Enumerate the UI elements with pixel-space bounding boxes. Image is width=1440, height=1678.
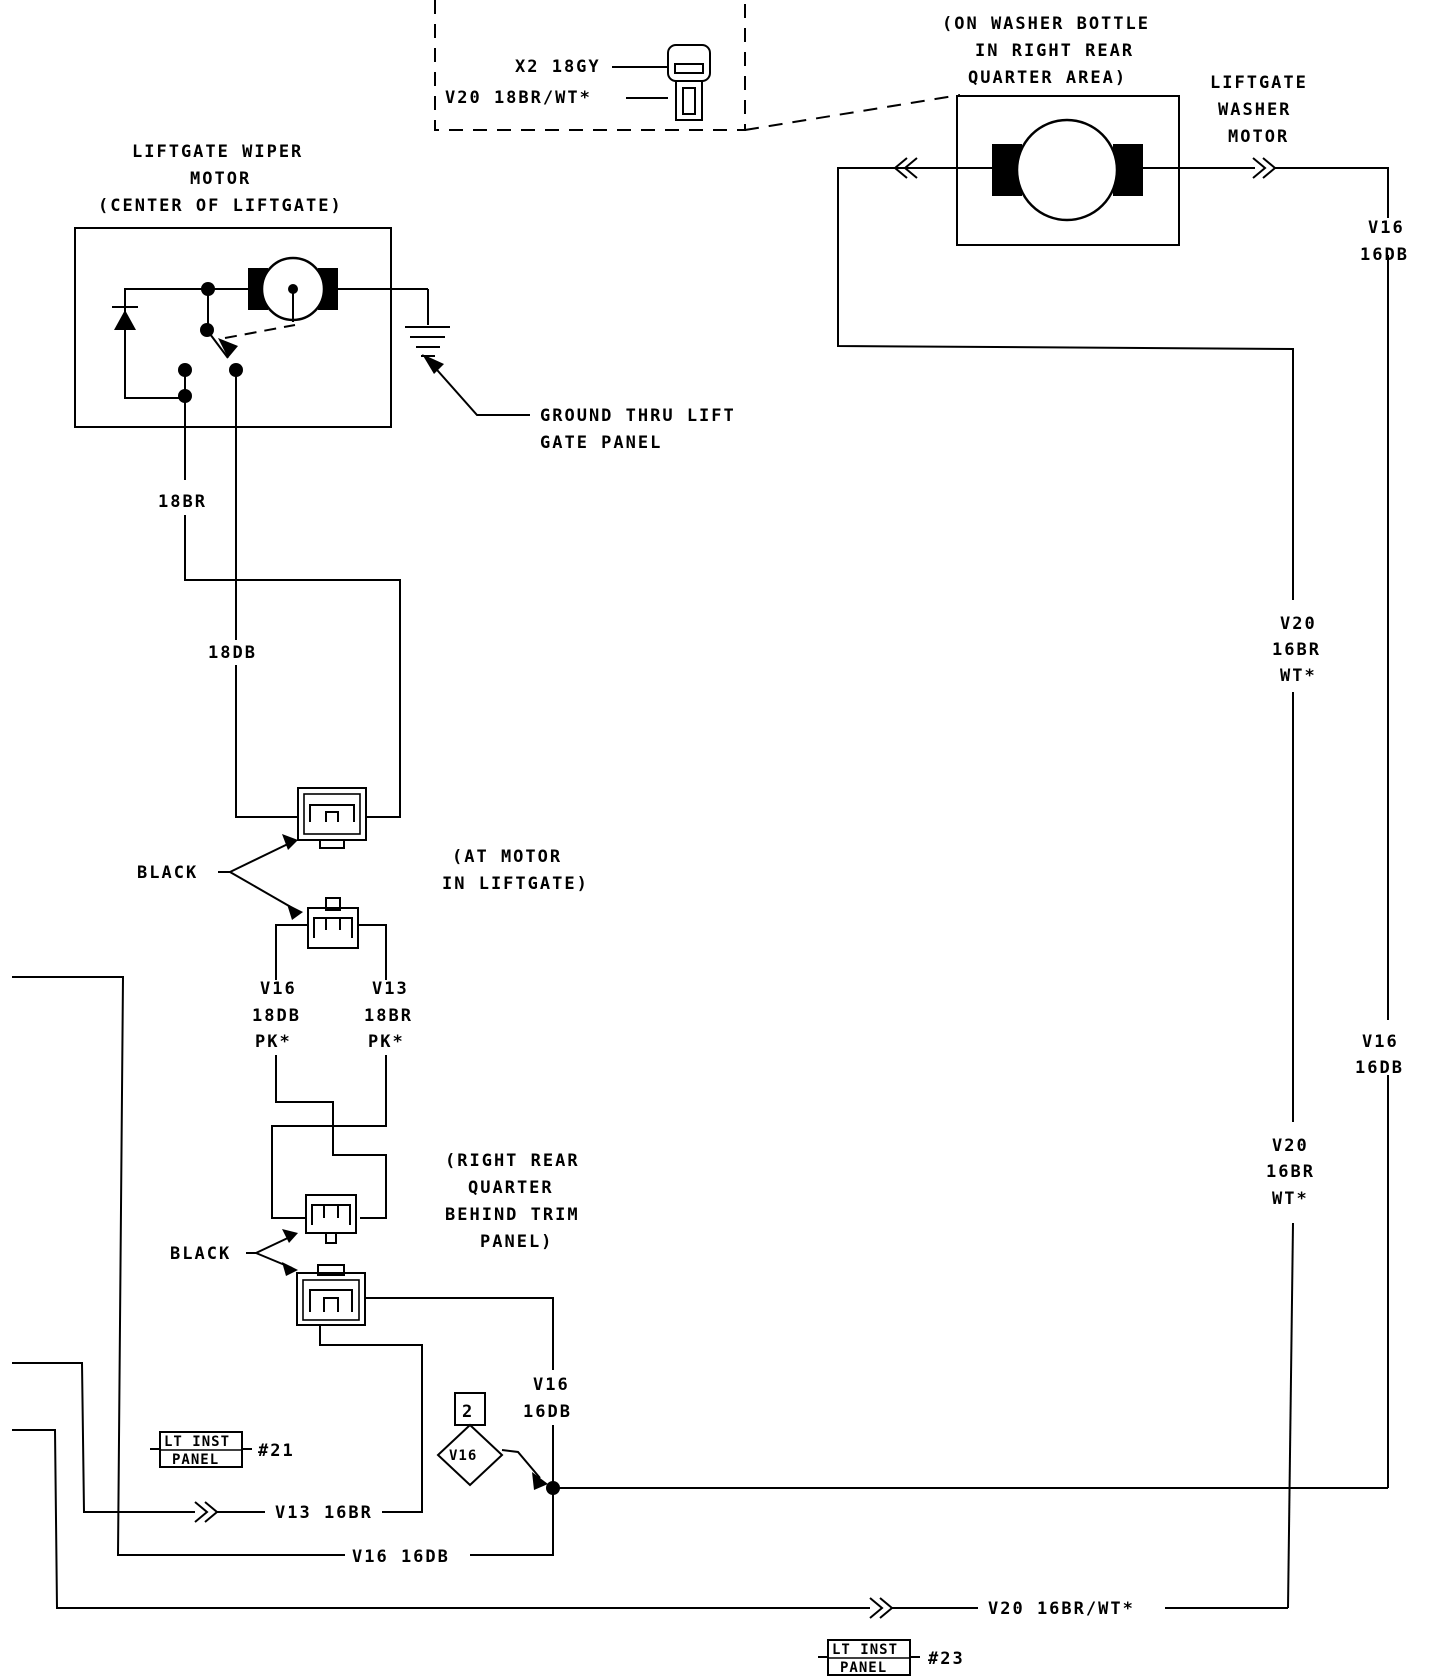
washer-location-line3: QUARTER AREA) — [968, 68, 1127, 88]
connector-rr-1: (RIGHT REAR — [445, 1151, 580, 1171]
wiper-name-line1: LIFTGATE WIPER — [132, 142, 303, 162]
panel-21-ref: #21 — [258, 1441, 295, 1461]
wire-label-v20-mid-1: V20 — [1280, 614, 1317, 634]
panel-23-line1: LT INST — [832, 1642, 898, 1658]
ground-label-line1: GROUND THRU LIFT — [540, 406, 736, 426]
inset-wire-label-2: V20 18BR/WT* — [445, 88, 592, 108]
wire-label-v20-low-2: 16BR — [1266, 1162, 1315, 1182]
splice-number: 2 — [462, 1402, 474, 1422]
washer-motor-box — [956, 95, 1180, 246]
washer-location-line2: IN RIGHT REAR — [975, 41, 1134, 61]
panel-23-ref: #23 — [928, 1649, 965, 1669]
panel-ref-21: LT INST PANEL #21 — [150, 1431, 295, 1468]
wire-label-v13-bottom: V13 16BR — [275, 1503, 373, 1523]
wire-label-v16-pk-3: PK* — [255, 1032, 292, 1052]
inset-connector-view: X2 18GY V20 18BR/WT* — [434, 0, 961, 131]
wire-label-v13-pk-3: PK* — [368, 1032, 405, 1052]
connector-at-motor-upper — [297, 787, 367, 849]
wire-label-v16-splice-2: 16DB — [523, 1402, 572, 1422]
connector-rr-2: QUARTER — [468, 1178, 554, 1198]
wire-label-v20-low-1: V20 — [1272, 1136, 1309, 1156]
connector-at-motor-2: IN LIFTGATE) — [442, 874, 589, 894]
wire-label-v20-mid-3: WT* — [1280, 666, 1317, 686]
ground-label-line2: GATE PANEL — [540, 433, 662, 453]
wiper-motor-box — [74, 227, 392, 428]
wire-label-v16-right-2: 16DB — [1355, 1058, 1404, 1078]
wire-label-v20-mid-2: 16BR — [1272, 640, 1321, 660]
connector-rr-4: PANEL) — [480, 1232, 553, 1252]
panel-21-line2: PANEL — [172, 1452, 219, 1468]
connector-right-rear-lower — [296, 1264, 366, 1326]
panel-23-line2: PANEL — [840, 1660, 887, 1676]
connector-at-motor-1: (AT MOTOR — [452, 847, 562, 867]
wire-label-v16-top-1: V16 — [1368, 218, 1405, 238]
wire-label-v16-bottom: V16 16DB — [352, 1547, 450, 1567]
wire-label-v16-splice-1: V16 — [533, 1375, 570, 1395]
wire-label-v16-top-2: 16DB — [1360, 245, 1409, 265]
connector-rr-3: BEHIND TRIM — [445, 1205, 580, 1225]
splice-id: V16 — [449, 1448, 477, 1464]
ground-symbol — [405, 289, 530, 416]
wiper-diode-icon — [114, 310, 136, 330]
wire-label-18db: 18DB — [208, 643, 257, 663]
wire-label-v20-bottom: V20 16BR/WT* — [988, 1599, 1135, 1619]
wire-label-v20-low-3: WT* — [1272, 1189, 1309, 1209]
wire-label-18br: 18BR — [158, 492, 207, 512]
washer-name-line3: MOTOR — [1228, 127, 1289, 147]
inset-connector-icon — [667, 44, 711, 121]
wire-label-v13-pk-1: V13 — [372, 979, 409, 999]
washer-name-line1: LIFTGATE — [1210, 73, 1308, 93]
washer-name-line2: WASHER — [1218, 100, 1291, 120]
wire-label-v16-pk-2: 18DB — [252, 1006, 301, 1026]
connector-v13-arrow — [194, 1501, 219, 1523]
wire-label-v16-right-1: V16 — [1362, 1032, 1399, 1052]
splice-v16: 2 V16 — [436, 1392, 1388, 1556]
connector-at-motor-lower — [307, 897, 359, 949]
panel-ref-23: LT INST PANEL #23 — [818, 1639, 965, 1676]
panel-21-line1: LT INST — [164, 1434, 230, 1450]
connector-v20-arrow — [869, 1597, 894, 1619]
inset-wire-label-1: X2 18GY — [515, 57, 601, 77]
wiper-name-line3: (CENTER OF LIFTGATE) — [98, 196, 343, 216]
connector-black-top: BLACK — [137, 863, 198, 883]
washer-connector-right-arrow — [1252, 157, 1277, 179]
washer-motor: (ON WASHER BOTTLE IN RIGHT REAR QUARTER … — [893, 14, 1308, 246]
wire-label-v16-pk-1: V16 — [260, 979, 297, 999]
connector-black-bottom: BLACK — [170, 1244, 231, 1264]
washer-motor-armature — [1015, 118, 1119, 222]
wire-label-v13-pk-2: 18BR — [364, 1006, 413, 1026]
wiper-name-line2: MOTOR — [190, 169, 251, 189]
wiper-motor: LIFTGATE WIPER MOTOR (CENTER OF LIFTGATE… — [74, 142, 428, 428]
connector-right-rear-upper — [305, 1194, 357, 1244]
washer-location-line1: (ON WASHER BOTTLE — [942, 14, 1150, 34]
